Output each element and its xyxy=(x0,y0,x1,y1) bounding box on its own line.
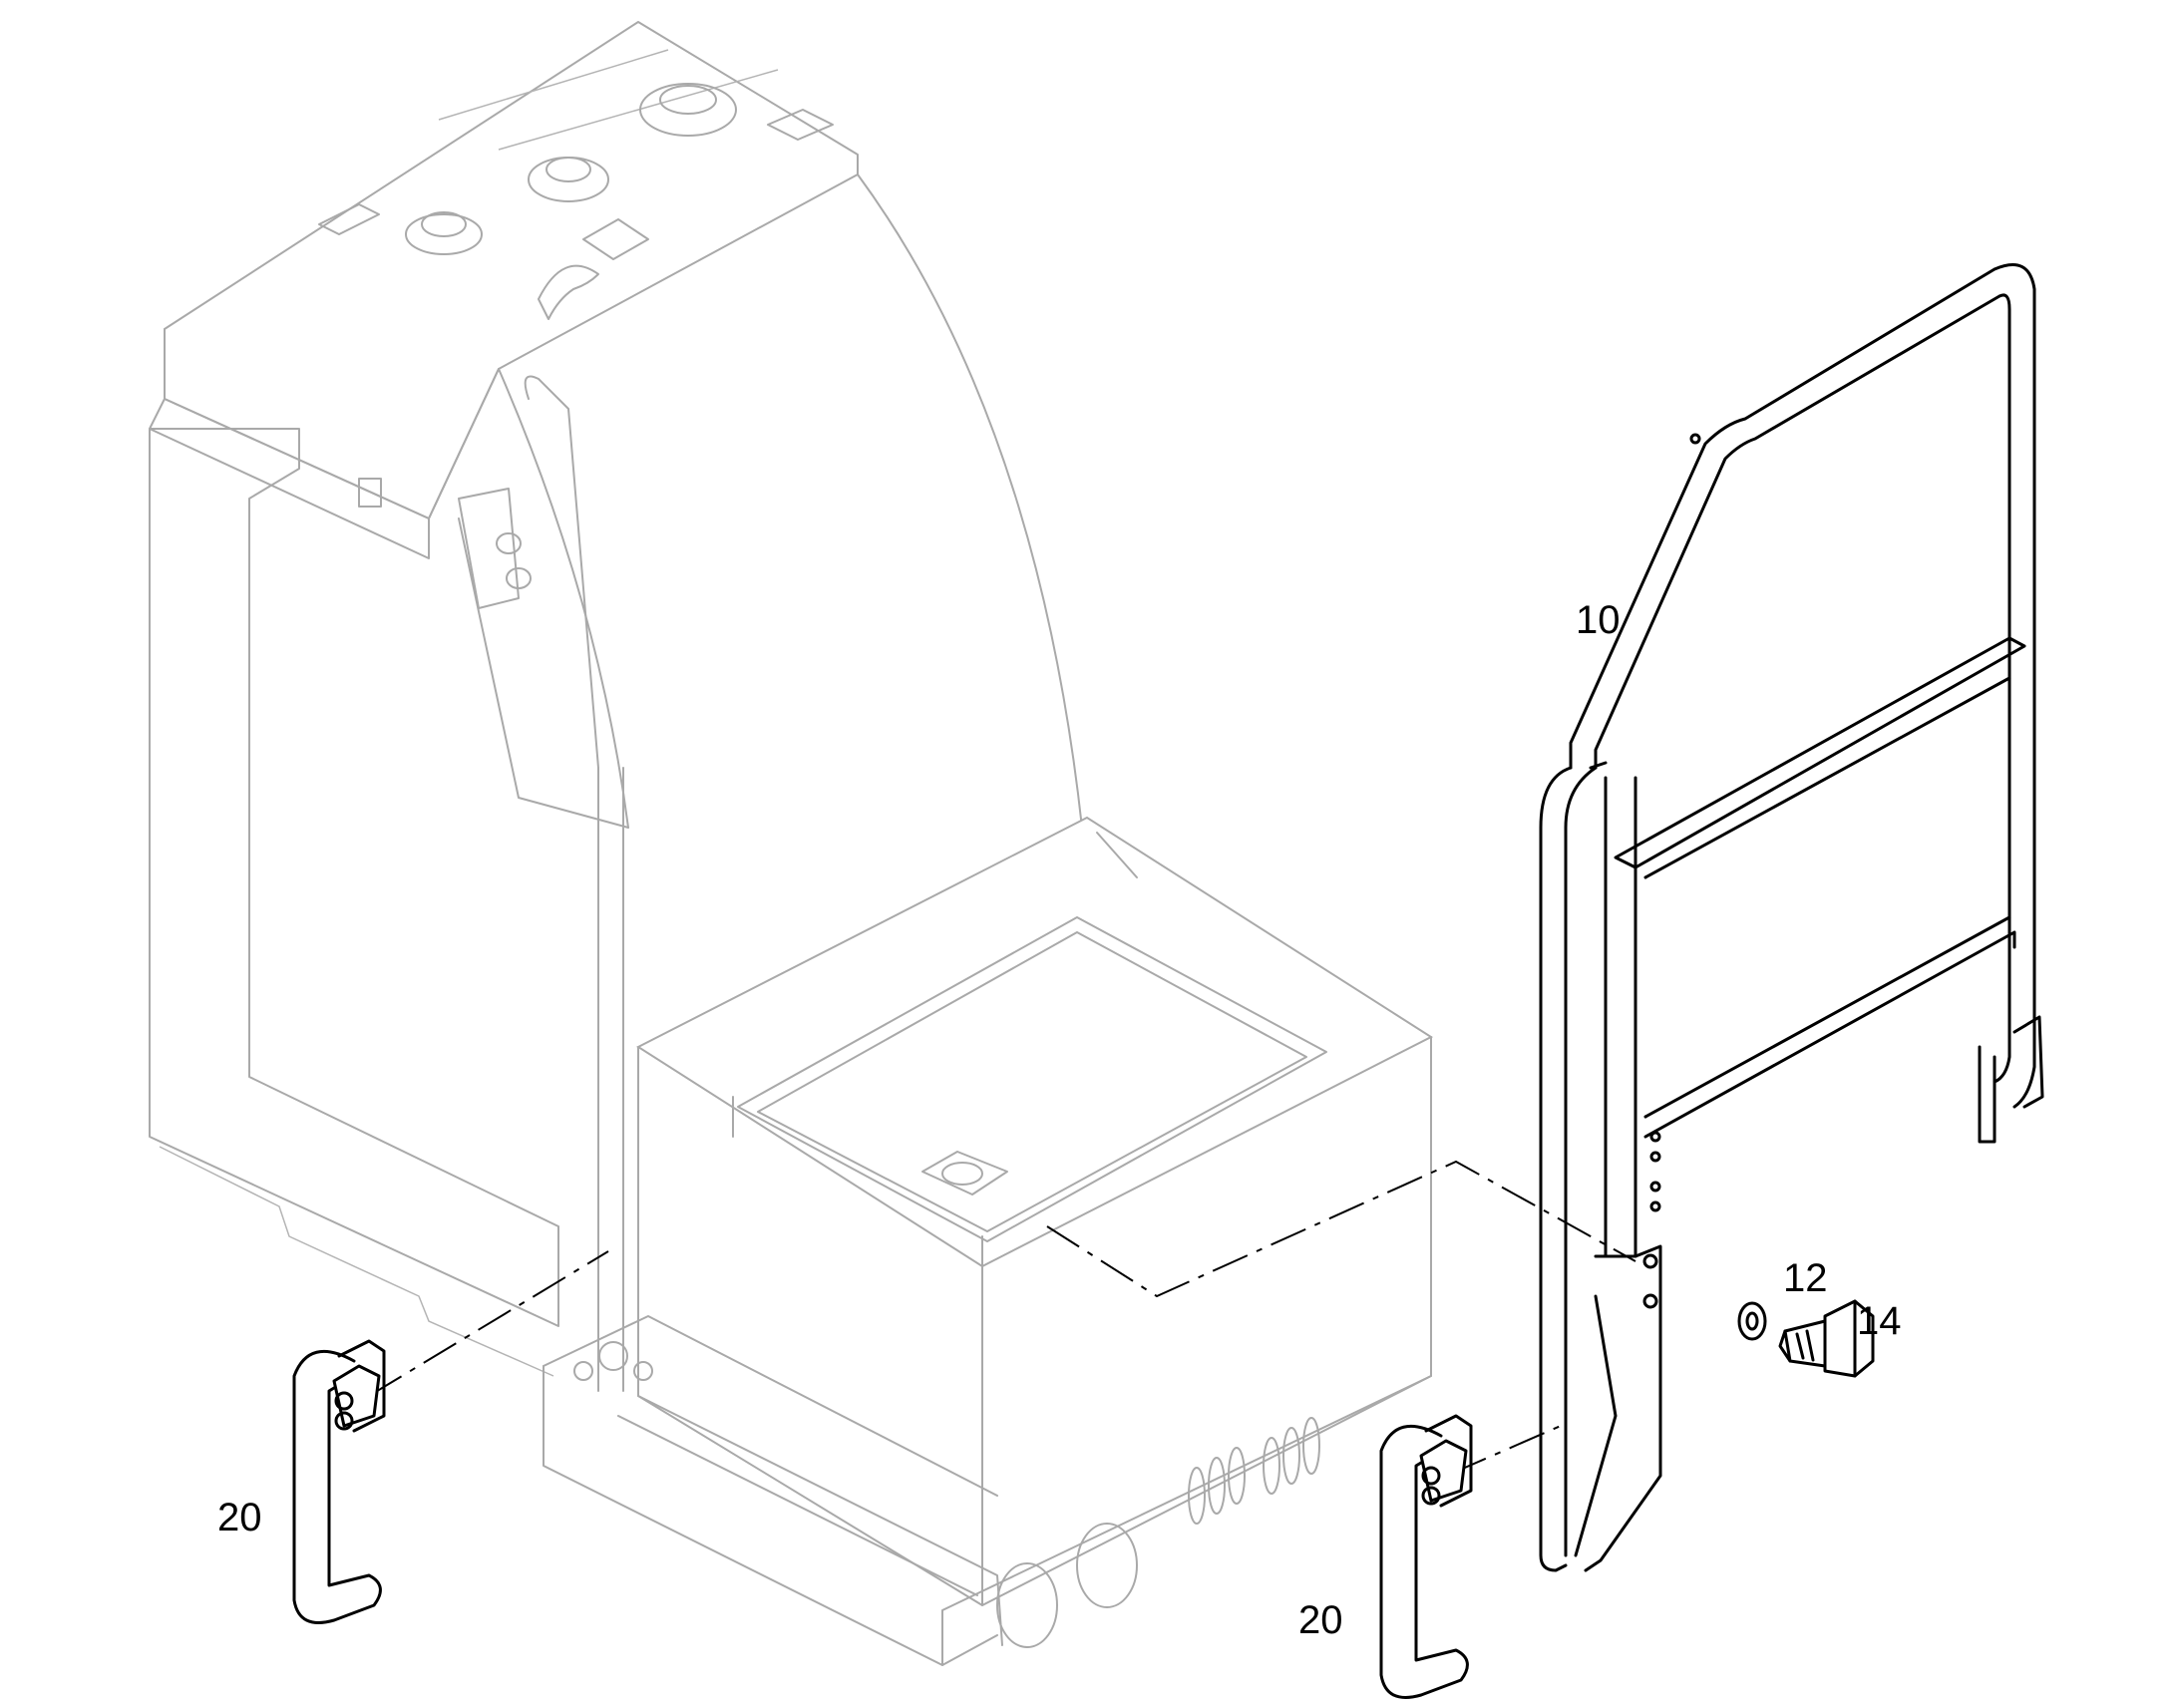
grab-handle-left xyxy=(292,1339,386,1624)
hex-bolt xyxy=(1778,1299,1875,1378)
handrail-frame xyxy=(1539,263,2044,1572)
callout-grab-handle-right: 20 xyxy=(1298,1598,1343,1642)
grab-handle-right xyxy=(1379,1414,1473,1699)
ghost-vent-slots xyxy=(1188,1417,1320,1525)
callout-grab-handle-left: 20 xyxy=(217,1496,262,1539)
leader-lines xyxy=(368,1160,1636,1475)
callout-bolt: 14 xyxy=(1857,1299,1902,1343)
ghost-operator-station xyxy=(149,21,1434,1666)
callout-handrail-frame: 10 xyxy=(1576,598,1621,642)
callout-washer: 12 xyxy=(1783,1256,1828,1300)
washer xyxy=(1737,1301,1767,1341)
